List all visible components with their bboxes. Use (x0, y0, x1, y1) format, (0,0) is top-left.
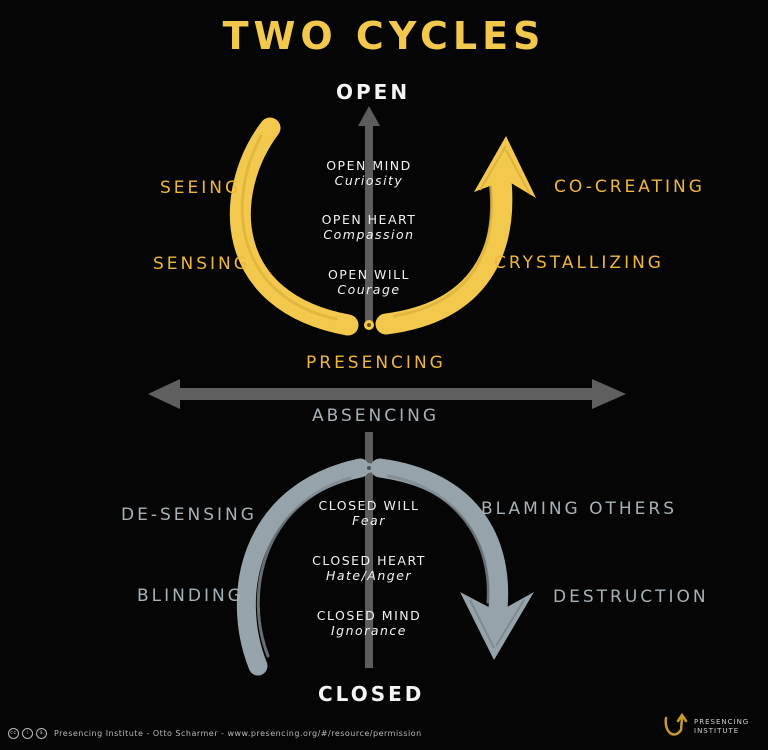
open-will-block: OPEN WILL Courage (294, 267, 444, 297)
logo-line-1: PRESENCING (694, 718, 750, 726)
credit-text[interactable]: Presencing Institute - Otto Scharmer - w… (54, 729, 422, 738)
open-mind-block: OPEN MIND Curiosity (294, 158, 444, 188)
fear-label: Fear (352, 513, 386, 528)
hate-anger-label: Hate/Anger (325, 568, 413, 583)
courage-label: Courage (337, 282, 401, 297)
co-creating-label: CO-CREATING (554, 177, 705, 197)
logo-line-2: INSTITUTE (694, 727, 740, 735)
noncommercial-icon: $ (36, 728, 47, 739)
absencing-label: ABSENCING (312, 406, 440, 426)
closed-heart-label: CLOSED HEART (312, 553, 426, 568)
attribution-icon: i (22, 728, 33, 739)
horizontal-arrow (148, 379, 626, 409)
blinding-label: BLINDING (137, 586, 244, 606)
seeing-label: SEEING (160, 178, 242, 198)
closed-will-block: CLOSED WILL Fear (294, 498, 444, 528)
presencing-label: PRESENCING (306, 353, 446, 373)
presencing-cycle-arrow (229, 117, 536, 336)
footer-credit: cc i $ Presencing Institute - Otto Schar… (8, 728, 422, 739)
open-pole-label: OPEN (336, 80, 411, 104)
crystallizing-label: CRYSTALLIZING (494, 253, 664, 273)
absencing-cycle-arrow (236, 458, 534, 676)
presencing-institute-logo[interactable]: PRESENCING INSTITUTE (662, 712, 749, 742)
cc-license-icon: cc (8, 728, 19, 739)
closed-mind-block: CLOSED MIND Ignorance (294, 608, 444, 638)
u-curve-logo-icon (664, 712, 688, 736)
open-heart-block: OPEN HEART Compassion (294, 212, 444, 242)
closed-pole-label: CLOSED (318, 682, 425, 706)
closed-will-label: CLOSED WILL (318, 498, 420, 513)
open-heart-label: OPEN HEART (321, 212, 417, 227)
open-mind-label: OPEN MIND (326, 158, 412, 173)
curiosity-label: Curiosity (334, 173, 404, 188)
closed-mind-label: CLOSED MIND (316, 608, 422, 623)
destruction-label: DESTRUCTION (553, 587, 709, 607)
ignorance-label: Ignorance (331, 623, 407, 638)
closed-heart-block: CLOSED HEART Hate/Anger (294, 553, 444, 583)
de-sensing-label: DE-SENSING (121, 505, 257, 525)
blaming-others-label: BLAMING OTHERS (481, 499, 678, 519)
open-will-label: OPEN WILL (327, 267, 411, 282)
vertical-axis (358, 106, 380, 668)
compassion-label: Compassion (323, 227, 415, 242)
diagram-title: TWO CYCLES (222, 14, 546, 58)
sensing-label: SENSING (153, 254, 250, 274)
